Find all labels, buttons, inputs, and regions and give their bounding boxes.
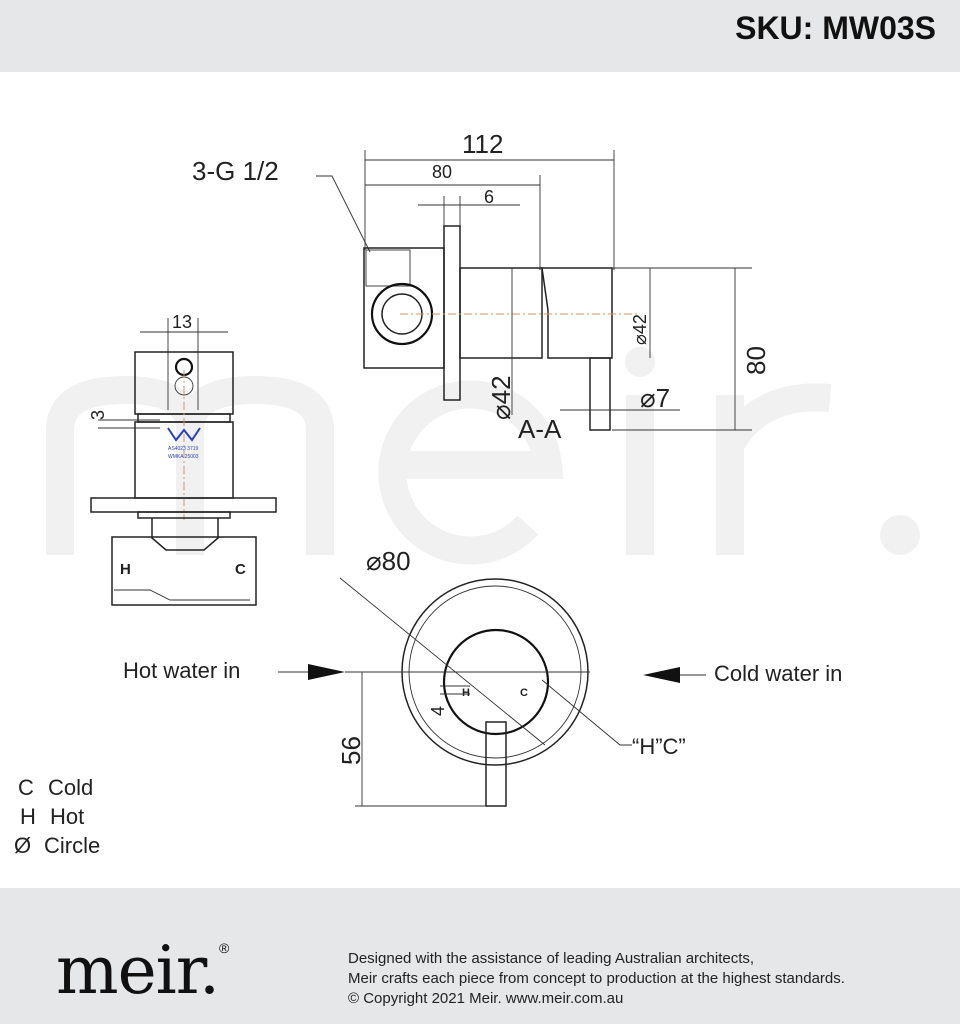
- dim-112: 112: [462, 129, 503, 159]
- cert-line1: AS4023 3719: [168, 446, 199, 452]
- footer-text: Designed with the assistance of leading …: [348, 949, 845, 1009]
- cold-inlet-arrow-icon: [643, 667, 680, 683]
- thread-label: 3-G 1/2: [192, 156, 279, 186]
- cold-marker: C: [235, 561, 246, 578]
- hc-markings-label: “H”C”: [632, 734, 686, 759]
- section-label: A-A: [518, 414, 562, 444]
- header-band: SKU: MW03S: [0, 0, 960, 72]
- body-cylinder: [459, 267, 543, 359]
- wall-plate: [443, 225, 461, 401]
- lever: [589, 357, 611, 431]
- front-view: ⌀80 56 4 H C “H”C” Hot water in Cold wat…: [123, 546, 842, 807]
- handle-body: [541, 267, 613, 359]
- watermark-cert-logo: [167, 427, 201, 442]
- sku-label: SKU: MW03S: [735, 10, 936, 46]
- dim-42-body: ⌀42: [486, 375, 516, 420]
- footer-line2: Meir crafts each piece from concept to p…: [348, 970, 845, 987]
- hot-inlet-arrow-icon: [308, 664, 345, 680]
- side-view: 112 80 6 3-G 1/2 80 ⌀42 ⌀42 ⌀7 A-A: [192, 129, 771, 444]
- footer-line1: Designed with the assistance of leading …: [348, 950, 755, 967]
- hot-marker: H: [120, 561, 131, 578]
- watermark-logo: [46, 347, 920, 565]
- legend-label-hot: Hot: [50, 804, 84, 829]
- front-lever: [485, 721, 507, 807]
- front-cold-marker: C: [520, 687, 528, 699]
- dim-80-plate: ⌀80: [366, 546, 411, 576]
- handle-hub: [442, 628, 550, 736]
- dim-56: 56: [336, 736, 366, 765]
- legend-label-circle: Circle: [44, 833, 100, 858]
- legend-key-h: H: [20, 804, 36, 829]
- left-view: 13 3 AS4023 3719 WMKA 25003 H C: [88, 312, 277, 606]
- dim-42-handle: ⌀42: [630, 314, 650, 345]
- cold-water-in-label: Cold water in: [714, 661, 842, 686]
- dim-6: 6: [484, 187, 494, 207]
- footer-copyright: © Copyright 2021 Meir. www.meir.com.au: [348, 990, 624, 1007]
- legend-label-cold: Cold: [48, 775, 93, 800]
- cert-line2: WMKA 25003: [168, 454, 199, 460]
- dim-80-height: 80: [741, 346, 771, 375]
- dim-3: 3: [88, 410, 108, 420]
- dim-80-body: 80: [432, 162, 452, 182]
- dim-7: ⌀7: [640, 383, 670, 413]
- dim-13: 13: [172, 312, 192, 332]
- footer-band: meir.® Designed with the assistance of l…: [0, 888, 960, 1024]
- front-hot-marker: H: [462, 687, 470, 699]
- legend-key-c: C: [18, 775, 34, 800]
- legend: C Cold H Hot Ø Circle: [14, 775, 100, 858]
- dim-4: 4: [428, 706, 448, 716]
- legend-key-circle: Ø: [14, 833, 31, 858]
- hot-water-in-label: Hot water in: [123, 658, 240, 683]
- footer-logo: meir.®: [56, 932, 229, 1009]
